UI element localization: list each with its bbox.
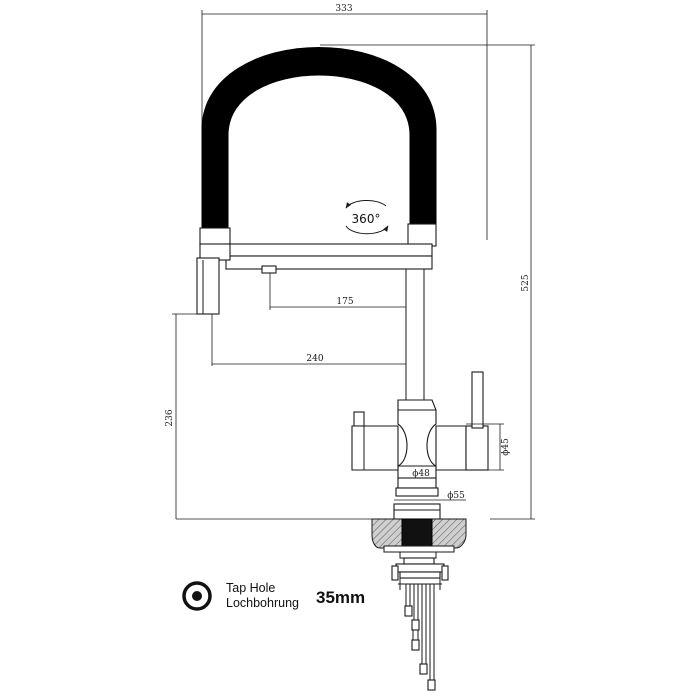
mixer-body bbox=[351, 371, 489, 520]
rotation-indicator: 360° bbox=[345, 199, 389, 235]
mounting-hardware bbox=[391, 557, 449, 590]
flexible-hose bbox=[201, 47, 437, 231]
dimension-label-phi48: ϕ48 bbox=[412, 469, 430, 479]
dimension-base-diameter: ϕ55 bbox=[394, 491, 466, 501]
legend-hole-size: 35mm bbox=[316, 588, 365, 607]
dimension-label-phi45: ϕ45 bbox=[501, 438, 511, 456]
dimension-overall-height: 525 bbox=[320, 44, 535, 520]
countertop-section bbox=[371, 518, 467, 559]
dimension-overall-width: 333 bbox=[201, 4, 488, 240]
dimension-label-525: 525 bbox=[521, 274, 531, 291]
dimension-label-phi55: ϕ55 bbox=[447, 491, 465, 501]
dimension-body-diameter: ϕ48 bbox=[398, 469, 436, 479]
tap-hole-legend: Tap Hole Lochbohrung 35mm bbox=[182, 581, 365, 611]
supply-hoses bbox=[404, 584, 436, 691]
legend-line-tap-hole: Tap Hole bbox=[226, 581, 275, 595]
dimension-pullout-reach: 175 bbox=[269, 272, 406, 310]
rotation-label: 360° bbox=[352, 212, 381, 226]
legend-line-lochbohrung: Lochbohrung bbox=[226, 596, 299, 610]
rotate-arrow-icon bbox=[345, 199, 389, 235]
dimension-spout-reach: 240 bbox=[211, 314, 406, 366]
dimension-handle-diameter: ϕ45 bbox=[466, 423, 511, 471]
dimension-label-333: 333 bbox=[335, 4, 352, 14]
dimension-spout-height: 236 bbox=[165, 313, 380, 520]
faucet-column bbox=[405, 269, 425, 400]
target-icon bbox=[182, 581, 212, 611]
dimension-label-236: 236 bbox=[165, 409, 175, 426]
dimension-label-175: 175 bbox=[336, 297, 353, 307]
dimension-label-240: 240 bbox=[306, 354, 323, 364]
spray-head-assembly bbox=[196, 223, 437, 315]
